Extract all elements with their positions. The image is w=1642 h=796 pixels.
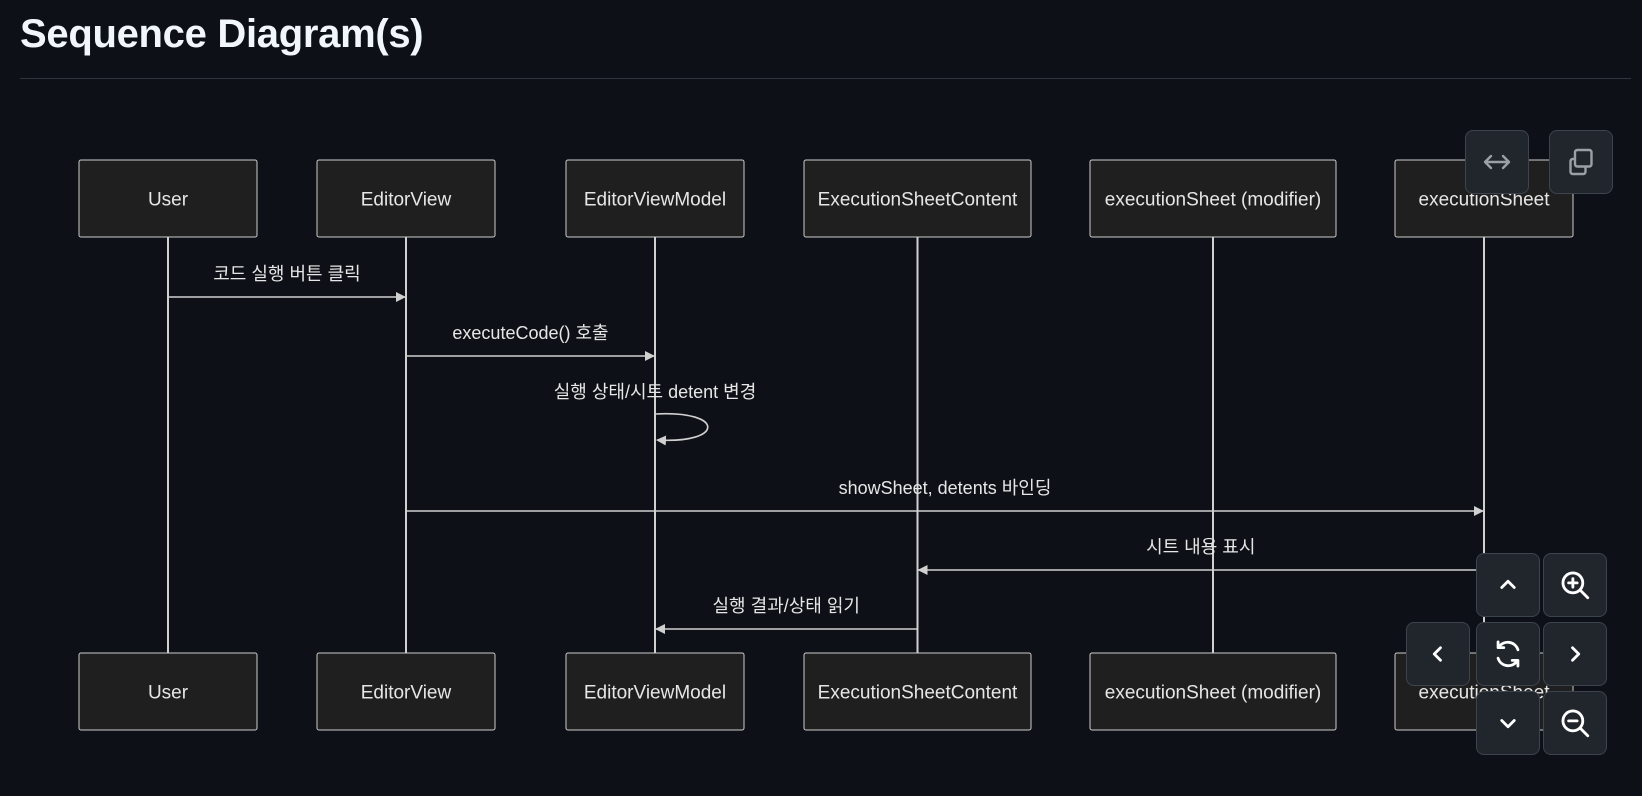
zoom-out-icon (1561, 709, 1590, 738)
participant-box-rect (803, 652, 1032, 731)
participant-box-rect (78, 159, 258, 238)
arrows-horizontal-icon (1483, 154, 1511, 170)
participant-box-rect (565, 159, 745, 238)
page-title: Sequence Diagram(s) (20, 12, 424, 56)
chevron-up-icon (1500, 579, 1516, 589)
message-1: 코드 실행 버튼 클릭 (168, 264, 406, 302)
participant-box-rect (1089, 159, 1337, 238)
participant-box-rect (565, 652, 745, 731)
participant-label: User (148, 683, 189, 704)
participant-label: executionSheet (modifier) (1105, 683, 1322, 704)
participant-label: User (148, 190, 189, 211)
pan-left-button[interactable] (1406, 622, 1470, 686)
message-label: executeCode() 호출 (452, 323, 608, 343)
pan-down-button[interactable] (1476, 691, 1540, 755)
message-arrow (654, 412, 709, 446)
message-2: executeCode() 호출 (406, 323, 655, 361)
message-4: showSheet, detents 바인딩 (406, 478, 1484, 516)
fit-width-button[interactable] (1465, 130, 1529, 194)
participant-box-top-executionsheet-modifier: executionSheet (modifier) (1089, 159, 1337, 238)
message-3: 실행 상태/시트 detent 변경 (554, 382, 757, 446)
participant-box-rect (316, 159, 496, 238)
participant-label: executionSheet (modifier) (1105, 190, 1322, 211)
participant-label: ExecutionSheetContent (818, 190, 1018, 211)
message-label: 코드 실행 버튼 클릭 (213, 264, 360, 284)
zoom-out-button[interactable] (1543, 691, 1607, 755)
participant-box-rect (803, 159, 1032, 238)
message-label: showSheet, detents 바인딩 (839, 478, 1052, 498)
participant-box-top-user: User (78, 159, 258, 238)
participant-label: EditorView (361, 190, 452, 211)
participant-label: executionSheet (1419, 190, 1551, 211)
pan-right-button[interactable] (1543, 622, 1607, 686)
pan-up-button[interactable] (1476, 553, 1540, 617)
refresh-icon (1496, 640, 1520, 668)
participant-label: EditorViewModel (584, 190, 726, 211)
message-6: 실행 결과/상태 읽기 (655, 596, 918, 634)
participant-label: ExecutionSheetContent (818, 683, 1018, 704)
participant-box-rect (78, 652, 258, 731)
participant-box-top-editorviewmodel: EditorViewModel (565, 159, 745, 238)
participant-box-bottom-executionsheetcontent: ExecutionSheetContent (803, 652, 1032, 731)
zoom-in-icon (1561, 571, 1590, 600)
title-divider (20, 78, 1631, 79)
participant-box-rect (1089, 652, 1337, 731)
message-label: 시트 내용 표시 (1146, 537, 1255, 557)
participant-label: EditorViewModel (584, 683, 726, 704)
zoom-in-button[interactable] (1543, 553, 1607, 617)
participant-box-bottom-editorviewmodel: EditorViewModel (565, 652, 745, 731)
chevron-right-icon (1571, 646, 1581, 662)
participant-box-bottom-user: User (78, 652, 258, 731)
reset-view-button[interactable] (1476, 622, 1540, 686)
participant-box-bottom-editorview: EditorView (316, 652, 496, 731)
chevron-left-icon (1432, 646, 1442, 662)
chevron-down-icon (1500, 719, 1516, 729)
participant-label: EditorView (361, 683, 452, 704)
participant-box-top-executionsheetcontent: ExecutionSheetContent (803, 159, 1032, 238)
message-5: 시트 내용 표시 (917, 537, 1484, 575)
participant-box-top-editorview: EditorView (316, 159, 496, 238)
participant-box-rect (316, 652, 496, 731)
copy-button[interactable] (1549, 130, 1613, 194)
message-label: 실행 상태/시트 detent 변경 (554, 382, 757, 402)
copy-icon (1569, 148, 1593, 176)
message-label: 실행 결과/상태 읽기 (713, 596, 860, 616)
participant-box-bottom-executionsheet-modifier: executionSheet (modifier) (1089, 652, 1337, 731)
